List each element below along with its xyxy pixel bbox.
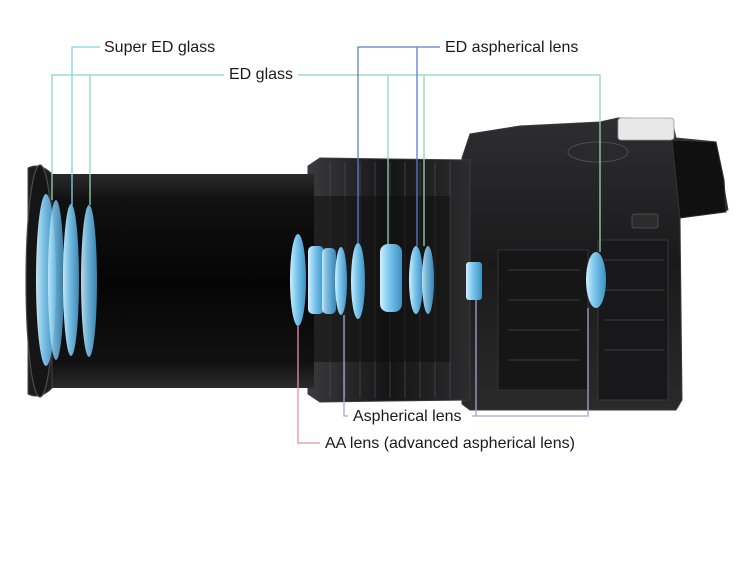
super-ed-leader xyxy=(71,46,100,205)
ed-glass-label: ED glass xyxy=(229,66,294,83)
super-ed-element xyxy=(63,204,79,356)
ed-aspherical-lens-label: ED aspherical lens xyxy=(445,39,579,56)
lens-elements xyxy=(36,194,606,366)
aa-element xyxy=(290,234,306,326)
ed-aspherical-element-2 xyxy=(409,246,423,314)
ed-glass-leader-right xyxy=(298,74,601,252)
aspherical-leader-1 xyxy=(343,315,348,417)
rear-element-b xyxy=(322,248,336,314)
ed-aspherical-element-1 xyxy=(351,243,365,319)
wifi-badge xyxy=(631,213,659,229)
hot-shoe xyxy=(617,117,675,141)
ed-glass-leader-left xyxy=(51,74,224,200)
aa-leader xyxy=(297,326,320,444)
aa-lens-label: AA lens (advanced aspherical lens) xyxy=(325,435,575,452)
ed-aspherical-leader-1 xyxy=(357,46,440,243)
ed-rear-element xyxy=(586,252,606,308)
aspherical-element-1 xyxy=(335,247,347,315)
super-ed-glass-label: Super ED glass xyxy=(104,39,216,56)
front-element-2 xyxy=(48,200,64,360)
ed-element-rear xyxy=(422,246,434,314)
aspherical-lens-label: Aspherical lens xyxy=(353,408,462,425)
mode-dial xyxy=(567,141,629,163)
rear-element-a xyxy=(308,246,324,314)
viewfinder-eyecup xyxy=(671,139,727,219)
aspherical-leader-right xyxy=(472,308,589,417)
aspherical-element-2 xyxy=(466,262,482,300)
ed-front-element xyxy=(81,205,97,357)
callout-lines xyxy=(51,46,601,444)
body-internals-center xyxy=(497,249,589,391)
ed-middle-element xyxy=(380,244,402,312)
